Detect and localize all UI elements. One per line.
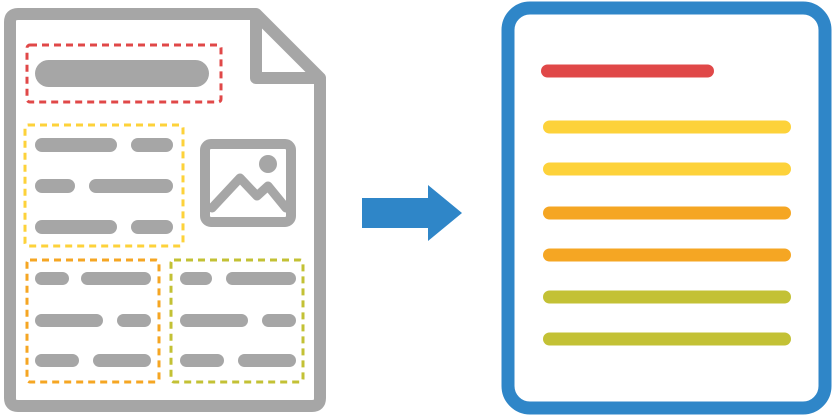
paragraph-line <box>131 138 173 152</box>
right-column-line <box>180 314 248 327</box>
output-text-line <box>543 120 791 134</box>
title-region <box>25 43 223 104</box>
right-arrow-icon <box>362 185 462 241</box>
left-column-region-border <box>25 258 161 384</box>
left-column-line <box>117 314 151 327</box>
folded-corner <box>250 14 320 84</box>
title-line <box>35 60 209 87</box>
paragraph-line <box>35 220 117 234</box>
output-text-lines <box>541 64 791 346</box>
output-text-line <box>543 206 791 220</box>
left-column-region <box>25 258 161 384</box>
right-column-line <box>226 272 296 285</box>
document-outline <box>4 8 326 412</box>
right-column-line <box>180 272 212 285</box>
output-text-line <box>543 332 791 346</box>
right-column-line <box>238 354 296 367</box>
image-icon <box>200 139 296 227</box>
right-column-line <box>180 354 224 367</box>
output-text-line <box>543 290 791 304</box>
output-document <box>501 1 832 415</box>
output-text-line <box>543 248 791 262</box>
left-column-line <box>35 354 79 367</box>
output-title-line <box>541 64 714 78</box>
left-column-line <box>81 272 151 285</box>
image-frame <box>200 139 296 227</box>
paragraph-region <box>23 123 185 248</box>
paragraph-line <box>131 220 173 234</box>
paragraph-line <box>35 138 117 152</box>
paragraph-line <box>35 179 75 193</box>
image-mountains <box>207 173 291 213</box>
title-region-border <box>25 43 223 104</box>
image-sun <box>259 155 277 173</box>
source-document <box>4 8 326 412</box>
right-column-region-border <box>169 258 305 384</box>
paragraph-line <box>89 179 173 193</box>
output-text-line <box>543 162 791 176</box>
right-column-line <box>262 314 296 327</box>
right-column-region <box>169 258 305 384</box>
left-column-line <box>93 354 151 367</box>
left-column-line <box>35 314 103 327</box>
left-column-line <box>35 272 69 285</box>
paragraph-region-border <box>23 123 185 248</box>
